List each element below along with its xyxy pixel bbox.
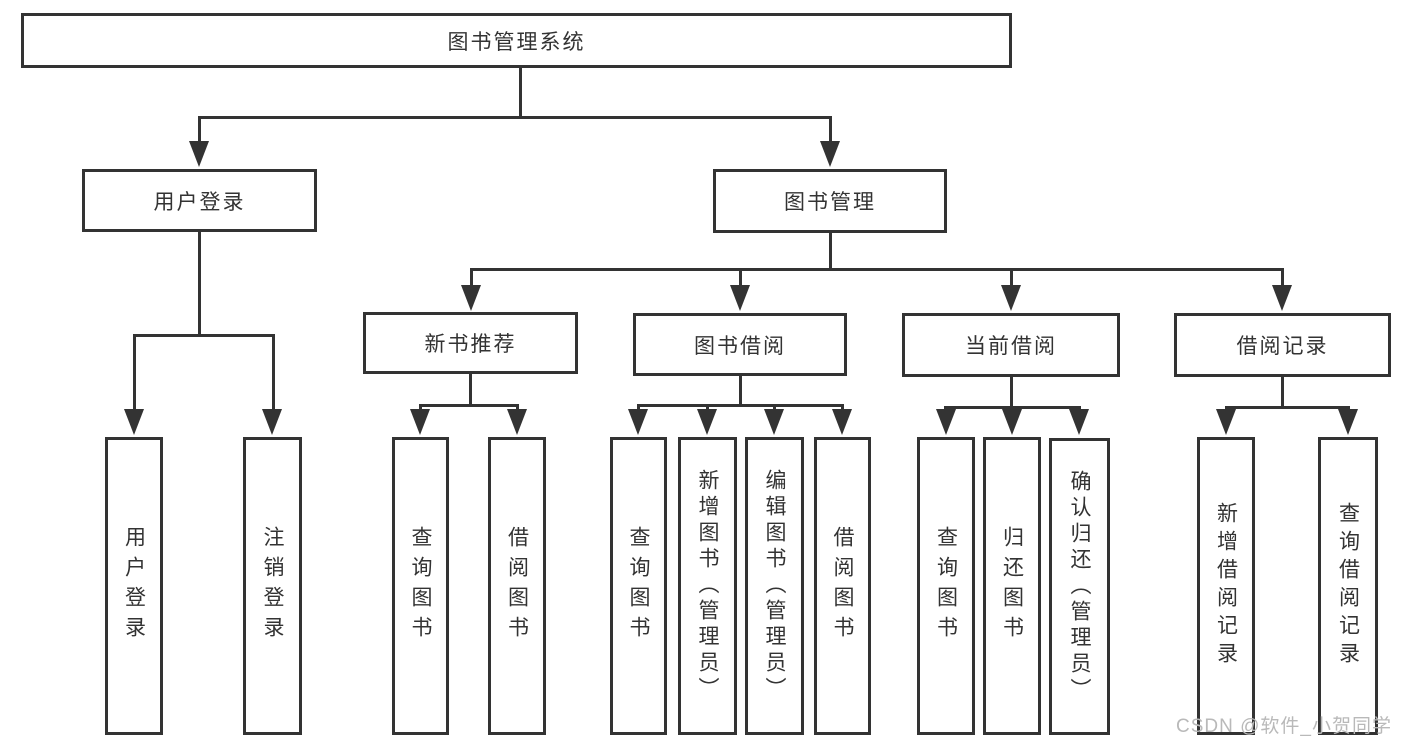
arrowhead-leaf-confirm-return bbox=[1069, 409, 1089, 435]
connector-to-book-mgmt bbox=[829, 116, 832, 145]
connector-to-leaf-query-book-1 bbox=[419, 404, 422, 412]
node-current-borrow-label: 当前借阅 bbox=[965, 335, 1057, 358]
arrowhead-leaf-query-book-1 bbox=[410, 409, 430, 435]
connector-to-leaf-borrow-book-2 bbox=[841, 404, 844, 412]
arrowhead-leaf-return-book bbox=[1002, 409, 1022, 435]
node-user-login-label: 用户登录 bbox=[153, 190, 246, 214]
connector-to-borrow-record bbox=[1281, 268, 1284, 289]
node-leaf-query-book-2-label: 查询图书 bbox=[627, 526, 650, 646]
node-borrow-record-label: 借阅记录 bbox=[1236, 335, 1329, 358]
branch-new-book-rec bbox=[419, 404, 519, 407]
node-book-mgmt: 图书管理 bbox=[713, 169, 947, 233]
node-leaf-add-record: 新增借阅记录 bbox=[1197, 437, 1255, 735]
arrowhead-leaf-borrow-book-2 bbox=[832, 409, 852, 435]
arrowhead-current-borrow bbox=[1001, 285, 1021, 311]
node-current-borrow: 当前借阅 bbox=[902, 313, 1120, 377]
node-leaf-query-book-2: 查询图书 bbox=[610, 437, 667, 735]
connector-to-current-borrow bbox=[1010, 268, 1013, 289]
arrowhead-leaf-borrow-book-1 bbox=[507, 409, 527, 435]
node-leaf-borrow-book-1: 借阅图书 bbox=[488, 437, 546, 735]
node-leaf-query-book-1: 查询图书 bbox=[392, 437, 449, 735]
arrowhead-new-book-rec bbox=[461, 285, 481, 311]
csdn-watermark: CSDN @软件_小贺同学 bbox=[1176, 716, 1392, 737]
arrowhead-borrow-record bbox=[1272, 285, 1292, 311]
node-leaf-confirm-return: 确认归还（管理员） bbox=[1049, 438, 1110, 735]
connector-user-login-down bbox=[198, 232, 201, 336]
node-leaf-query-book-3: 查询图书 bbox=[917, 437, 975, 735]
arrowhead-book-mgmt bbox=[820, 141, 840, 167]
node-leaf-query-record: 查询借阅记录 bbox=[1318, 437, 1378, 735]
node-leaf-borrow-book-1-label: 借阅图书 bbox=[505, 526, 529, 646]
node-leaf-edit-book-label: 编辑图书（管理员） bbox=[763, 469, 786, 703]
connector-to-leaf-user-login bbox=[133, 334, 136, 412]
node-leaf-query-record-label: 查询借阅记录 bbox=[1336, 502, 1360, 670]
connector-borrow-record-down bbox=[1281, 377, 1284, 408]
node-leaf-add-record-label: 新增借阅记录 bbox=[1214, 502, 1238, 670]
node-new-book-rec-label: 新书推荐 bbox=[424, 333, 517, 356]
connector-to-leaf-borrow-book-1 bbox=[516, 404, 519, 412]
node-leaf-borrow-book-2: 借阅图书 bbox=[814, 437, 871, 735]
node-user-login: 用户登录 bbox=[82, 169, 317, 232]
connector-book-mgmt-down bbox=[829, 233, 832, 270]
node-book-borrow-label: 图书借阅 bbox=[694, 334, 786, 358]
arrowhead-book-borrow bbox=[730, 285, 750, 311]
connector-to-leaf-add-book bbox=[706, 404, 709, 412]
arrowhead-leaf-add-record bbox=[1216, 409, 1236, 435]
node-leaf-add-book: 新增图书（管理员） bbox=[678, 437, 737, 735]
arrowhead-leaf-edit-book bbox=[764, 409, 784, 435]
arrowhead-leaf-query-record bbox=[1338, 409, 1358, 435]
node-leaf-return-book-label: 归还图书 bbox=[1000, 526, 1024, 646]
connector-current-borrow-down bbox=[1010, 377, 1013, 408]
arrowhead-leaf-logout bbox=[262, 409, 282, 435]
node-leaf-edit-book: 编辑图书（管理员） bbox=[745, 437, 804, 735]
arrowhead-leaf-query-book-3 bbox=[936, 409, 956, 435]
connector-to-new-book-rec bbox=[470, 268, 473, 289]
node-leaf-user-login-label: 用户登录 bbox=[122, 526, 146, 646]
connector-to-leaf-query-book-2 bbox=[637, 404, 640, 412]
branch-user-login bbox=[134, 334, 275, 337]
node-leaf-add-book-label: 新增图书（管理员） bbox=[696, 469, 719, 703]
node-leaf-query-book-3-label: 查询图书 bbox=[934, 526, 958, 646]
node-leaf-logout-label: 注销登录 bbox=[261, 526, 284, 646]
node-new-book-rec: 新书推荐 bbox=[363, 312, 578, 374]
connector-to-leaf-edit-book bbox=[773, 404, 776, 412]
node-leaf-query-book-1-label: 查询图书 bbox=[409, 526, 432, 646]
node-borrow-record: 借阅记录 bbox=[1174, 313, 1391, 377]
node-leaf-user-login: 用户登录 bbox=[105, 437, 163, 735]
node-leaf-logout: 注销登录 bbox=[243, 437, 302, 735]
node-book-mgmt-label: 图书管理 bbox=[784, 191, 876, 214]
node-leaf-return-book: 归还图书 bbox=[983, 437, 1041, 735]
branch-borrow-record bbox=[1225, 406, 1350, 409]
connector-to-book-borrow bbox=[739, 268, 742, 289]
connector-root-down bbox=[519, 68, 522, 118]
node-book-borrow: 图书借阅 bbox=[633, 313, 847, 376]
arrowhead-leaf-add-book bbox=[697, 409, 717, 435]
node-leaf-confirm-return-label: 确认归还（管理员） bbox=[1068, 469, 1091, 704]
arrowhead-leaf-user-login bbox=[124, 409, 144, 435]
arrowhead-user-login bbox=[189, 141, 209, 167]
node-root-label: 图书管理系统 bbox=[447, 30, 586, 54]
arrowhead-leaf-query-book-2 bbox=[628, 409, 648, 435]
branch-level3 bbox=[470, 268, 1283, 271]
connector-book-borrow-down bbox=[739, 376, 742, 406]
node-leaf-borrow-book-2-label: 借阅图书 bbox=[831, 526, 854, 646]
connector-to-user-login bbox=[198, 116, 201, 145]
connector-new-book-rec-down bbox=[469, 374, 472, 406]
branch-book-borrow bbox=[637, 404, 844, 407]
branch-level1 bbox=[198, 116, 832, 119]
node-root: 图书管理系统 bbox=[21, 13, 1012, 68]
connector-to-leaf-logout bbox=[272, 334, 275, 412]
